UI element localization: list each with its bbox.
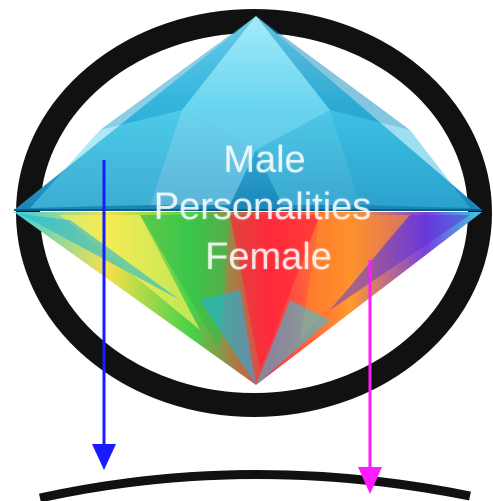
- arrow-down-icon: [92, 444, 116, 470]
- male-label: Male: [18, 141, 493, 179]
- personalities-label: Personalities: [16, 188, 493, 226]
- female-label: Female: [22, 238, 493, 276]
